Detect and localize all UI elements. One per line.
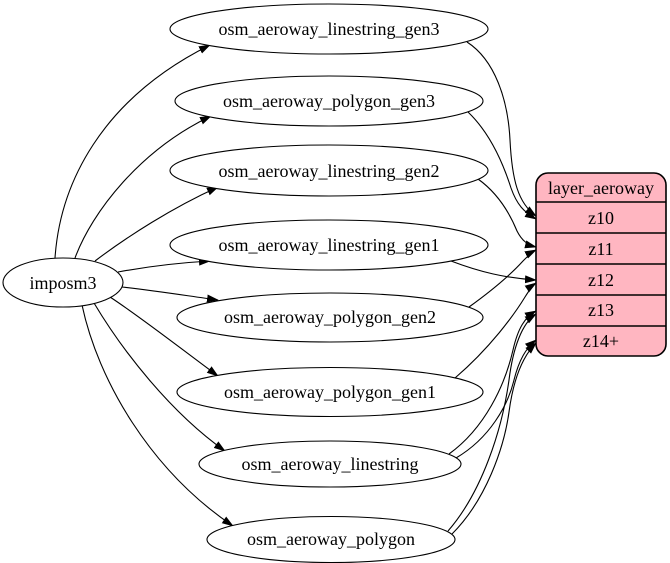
- layer-row-z11: z11: [588, 239, 613, 259]
- table-shape: [174, 75, 484, 127]
- node-osm-aeroway-polygon-gen3: osm_aeroway_polygon_gen3: [174, 75, 484, 127]
- node-osm-aeroway-linestring: osm_aeroway_linestring: [198, 440, 462, 488]
- edge-imposm3-to-osm-aeroway-linestring-gen1: [117, 257, 211, 273]
- edge-imposm3-to-osm-aeroway-polygon-gen2: [121, 286, 219, 303]
- table-label: osm_aeroway_polygon_gen3: [223, 91, 435, 111]
- node-imposm3: imposm3: [2, 257, 124, 308]
- edge-imposm3-to-osm-aeroway-linestring-gen2: [94, 186, 219, 262]
- edge-polygon-to-z14plus: [451, 342, 537, 535]
- edge-polygon-gen1-to-z12: [454, 282, 537, 379]
- node-osm-aeroway-polygon-gen2: osm_aeroway_polygon_gen2: [176, 292, 484, 343]
- table-label: osm_aeroway_polygon_gen1: [224, 382, 436, 402]
- layer-row-z10: z10: [588, 208, 614, 228]
- node-osm-aeroway-linestring-gen3: osm_aeroway_linestring_gen3: [169, 3, 489, 55]
- table-shape: [198, 440, 462, 488]
- table-shape: [176, 292, 484, 343]
- table-shape: [169, 144, 489, 197]
- node-osm-aeroway-linestring-gen2: osm_aeroway_linestring_gen2: [169, 144, 489, 197]
- layer-aeroway-title: layer_aeroway: [548, 178, 654, 198]
- table-label: osm_aeroway_polygon_gen2: [224, 307, 436, 327]
- table-label: osm_aeroway_linestring_gen2: [219, 161, 440, 181]
- edge-linestring-gen1-to-z12: [450, 260, 537, 284]
- node-osm-aeroway-polygon: osm_aeroway_polygon: [206, 515, 456, 563]
- edge-polygon-gen2-to-z11: [468, 249, 537, 308]
- edge-imposm3-to-osm-aeroway-polygon-gen1: [109, 296, 219, 377]
- edge-imposm3-to-osm-aeroway-linestring: [93, 302, 226, 452]
- edges-from-imposm3: [54, 44, 234, 527]
- edge-linestring-gen3-to-z10: [466, 41, 537, 217]
- table-label: osm_aeroway_linestring: [242, 454, 419, 474]
- edge-linestring-gen2-to-z11: [477, 178, 537, 249]
- node-osm-aeroway-linestring-gen1: osm_aeroway_linestring_gen1: [169, 219, 489, 271]
- edge-imposm3-to-osm-aeroway-polygon: [81, 304, 234, 527]
- layer-row-z13: z13: [588, 300, 614, 320]
- layer-row-z12: z12: [588, 270, 614, 290]
- node-layer-aeroway: layer_aeroway z10 z11 z12 z13 z14+: [535, 172, 667, 357]
- imposm3-label: imposm3: [29, 273, 96, 293]
- node-osm-aeroway-polygon-gen1: osm_aeroway_polygon_gen1: [176, 366, 484, 418]
- table-shape: [169, 219, 489, 271]
- table-shape: [169, 3, 489, 55]
- layer-row-z14plus: z14+: [583, 331, 619, 351]
- table-label: osm_aeroway_polygon: [247, 529, 415, 549]
- table-label: osm_aeroway_linestring_gen3: [219, 19, 440, 39]
- edge-polygon-gen3-to-z10: [467, 111, 537, 220]
- table-label: osm_aeroway_linestring_gen1: [219, 235, 440, 255]
- table-shape: [176, 366, 484, 418]
- edge-imposm3-to-osm-aeroway-polygon-gen3: [74, 115, 212, 259]
- imposm3-shape: [2, 257, 124, 308]
- edge-polygon-to-z13: [447, 313, 537, 532]
- edges-to-layer-aeroway: [447, 41, 537, 535]
- edge-imposm3-to-osm-aeroway-linestring-gen3: [54, 44, 211, 259]
